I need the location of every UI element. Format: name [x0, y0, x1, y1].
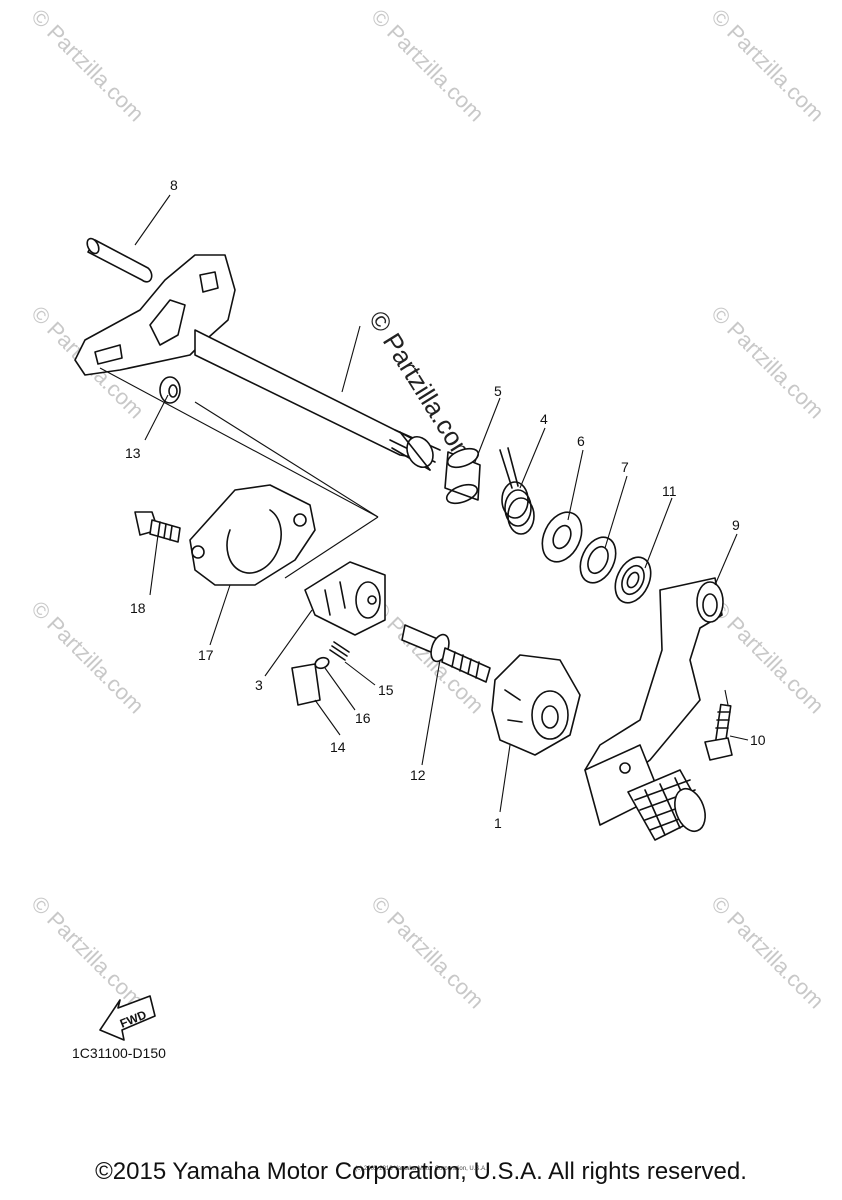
- callout-6: 6: [577, 433, 585, 449]
- callout-12: 12: [410, 767, 426, 783]
- bearing-11: [614, 556, 652, 604]
- callout-15: 15: [378, 682, 394, 698]
- bolt-12: [401, 624, 491, 683]
- callout-16: 16: [355, 710, 371, 726]
- callout-8: 8: [170, 177, 178, 193]
- watermark: © Partzilla.com: [366, 4, 489, 127]
- callout-13: 13: [125, 445, 141, 461]
- callout-1: 1: [494, 815, 502, 831]
- washer-13: [159, 376, 181, 404]
- callout-11: 11: [662, 483, 677, 499]
- watermark: © Partzilla.com: [706, 596, 829, 719]
- copyright-notice: ©2015 Yamaha Motor Corporation, U.S.A. A…: [95, 1158, 747, 1185]
- watermark: © Partzilla.com: [26, 891, 149, 1014]
- stopper-14: [291, 663, 321, 706]
- collar-5: [444, 447, 481, 505]
- spring-15: [329, 641, 350, 661]
- watermark-group: © Partzilla.com © Partzilla.com © Partzi…: [26, 4, 829, 1014]
- callout-18: 18: [130, 600, 146, 616]
- stopper-lever-1: [491, 654, 581, 756]
- callout-10: 10: [750, 732, 766, 748]
- washer-6: [541, 511, 583, 563]
- leader-lines: [99, 194, 749, 813]
- segment-3: [304, 561, 386, 636]
- diagram-code: 1C31100-D150: [72, 1045, 166, 1061]
- watermark: © Partzilla.com: [26, 4, 149, 127]
- watermark: © Partzilla.com: [706, 301, 829, 424]
- callouts: 8 5 4 6 7 11 9 10 13 18 17 3 15 16 14 12…: [125, 177, 766, 831]
- watermark: © Partzilla.com: [706, 4, 829, 127]
- callout-4: 4: [540, 411, 548, 427]
- callout-5: 5: [494, 383, 502, 399]
- callout-17: 17: [198, 647, 214, 663]
- callout-9: 9: [732, 517, 740, 533]
- callout-7: 7: [621, 459, 629, 475]
- spring-4: [499, 447, 535, 535]
- shift-pedal-9: [584, 577, 724, 841]
- callout-3: 3: [255, 677, 263, 693]
- bolt-10: [704, 703, 733, 761]
- callout-14: 14: [330, 739, 346, 755]
- copyright-small: (c) 2005-2016 Yamaha Motor Corporation, …: [355, 1166, 487, 1172]
- shift-shaft: [74, 237, 441, 471]
- watermark: © Partzilla.com: [706, 891, 829, 1014]
- plate-17: [189, 484, 316, 586]
- seal-7: [579, 536, 617, 584]
- watermark: © Partzilla.com: [366, 891, 489, 1014]
- bolt-18: [134, 511, 181, 543]
